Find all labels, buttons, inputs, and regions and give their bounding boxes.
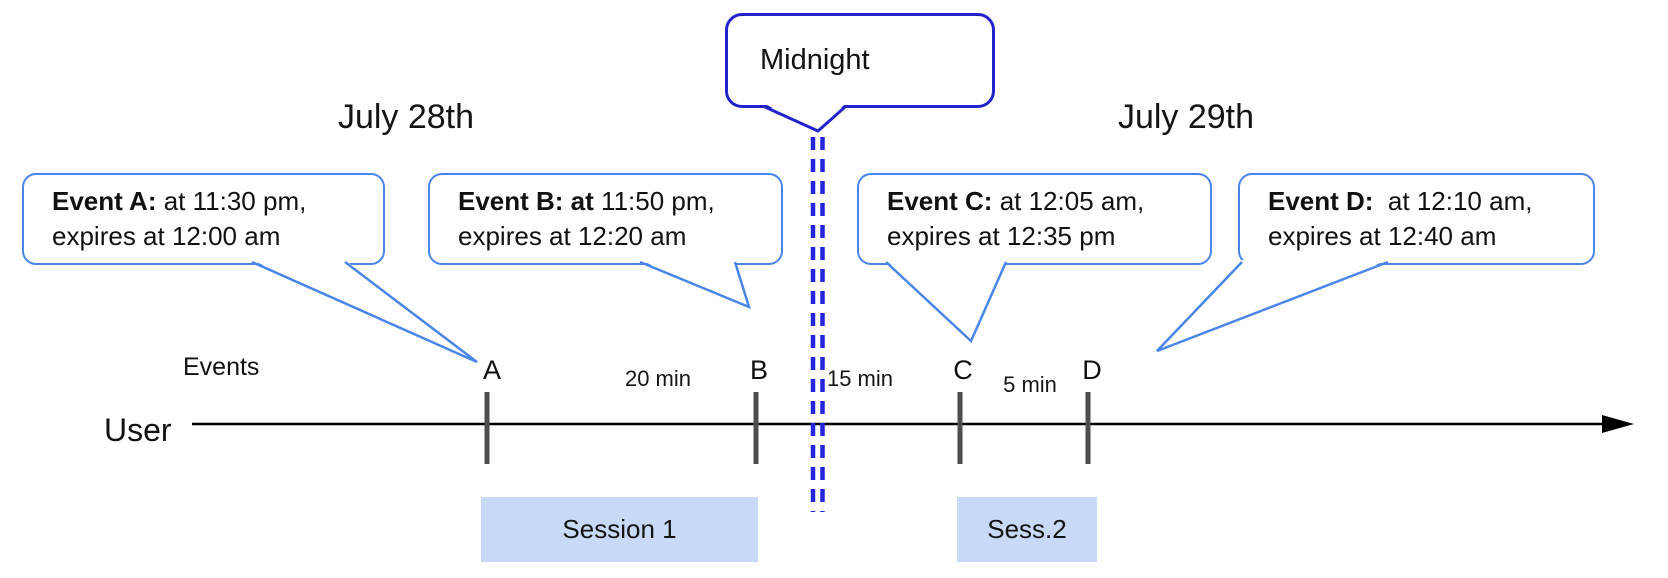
- tick-label-c: C: [953, 355, 973, 385]
- midnight-label: Midnight: [760, 44, 870, 76]
- callout-event-c-line2: expires at 12:35 pm: [887, 221, 1116, 251]
- callout-event-d-line2: expires at 12:40 am: [1268, 221, 1497, 251]
- callout-event-c-line1: Event C: at 12:05 am,: [887, 184, 1210, 219]
- gap-label-20-min: 20 min: [624, 366, 692, 391]
- callout-tail-d: [1156, 260, 1389, 353]
- date-label-july-29: July 29th: [1117, 98, 1255, 136]
- callout-event-a-line2: expires at 12:00 am: [52, 221, 281, 251]
- session-2-label: Sess.2: [987, 514, 1067, 544]
- callout-event-b-line1: Event B: at 11:50 pm,: [458, 184, 781, 219]
- gap-label-15-min: 15 min: [826, 366, 894, 391]
- tick-label-d: D: [1082, 355, 1102, 385]
- events-axis-label: Events: [183, 353, 260, 381]
- midnight-callout-tail: [764, 104, 846, 133]
- session-2-box: Sess.2: [957, 497, 1097, 562]
- callout-event-c-time: at 12:05 am,: [992, 186, 1145, 216]
- callout-event-a-time: at 11:30 pm,: [156, 186, 307, 216]
- session-1-label: Session 1: [562, 514, 677, 544]
- tick-label-a: A: [482, 355, 501, 385]
- callout-event-d-time: at 12:10 am,: [1373, 186, 1533, 216]
- callout-event-b-line2: expires at 12:20 am: [458, 221, 687, 251]
- callout-tail-a: [251, 260, 478, 364]
- callout-tail-b: [639, 260, 751, 310]
- date-label-july-28: July 28th: [337, 98, 475, 136]
- tick-label-b: B: [749, 355, 768, 385]
- callout-event-a-line1: Event A: at 11:30 pm,: [52, 184, 383, 219]
- callout-tail-c: [885, 260, 1008, 344]
- callout-event-a-title: Event A:: [52, 186, 157, 216]
- callout-event-c: Event C: at 12:05 am, expires at 12:35 p…: [857, 173, 1212, 265]
- callout-event-b-title: Event B: at: [458, 186, 594, 216]
- callout-event-a: Event A: at 11:30 pm, expires at 12:00 a…: [22, 173, 385, 265]
- callout-event-d: Event D: at 12:10 am, expires at 12:40 a…: [1238, 173, 1595, 265]
- callout-event-c-title: Event C:: [887, 186, 993, 216]
- gap-label-5-min: 5 min: [1003, 372, 1057, 397]
- midnight-callout: Midnight: [725, 13, 995, 108]
- callout-event-d-title: Event D:: [1268, 186, 1374, 216]
- callout-event-d-line1: Event D: at 12:10 am,: [1268, 184, 1593, 219]
- callout-event-b-time: 11:50 pm,: [593, 186, 715, 216]
- callout-event-b: Event B: at 11:50 pm, expires at 12:20 a…: [428, 173, 783, 265]
- timeline-arrowhead-icon: [1602, 415, 1634, 433]
- user-axis-label: User: [104, 412, 172, 448]
- session-1-box: Session 1: [481, 497, 758, 562]
